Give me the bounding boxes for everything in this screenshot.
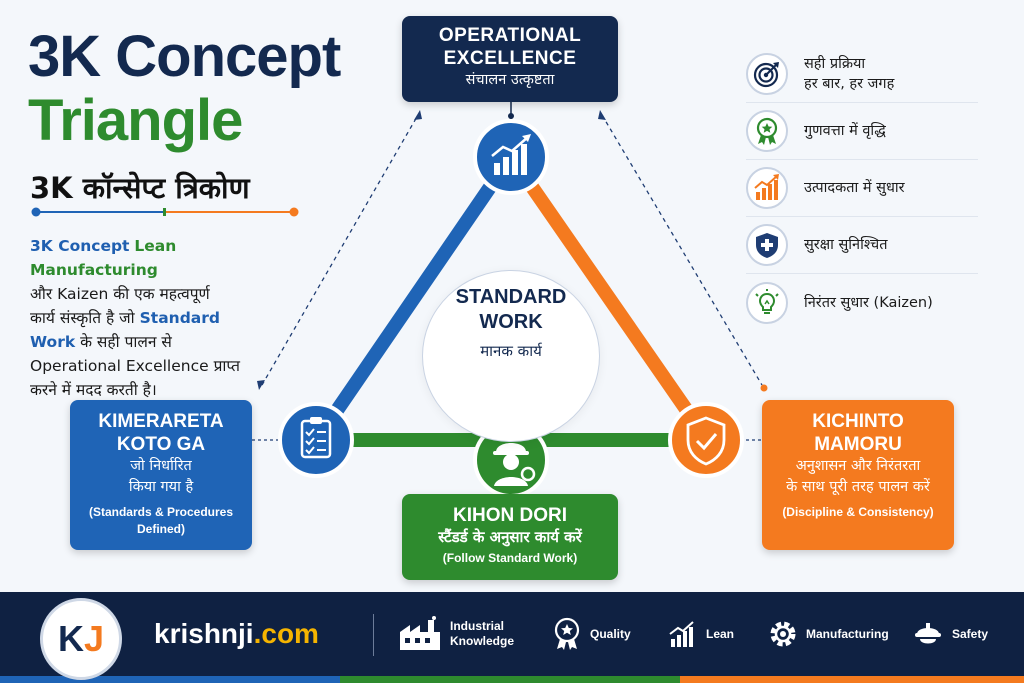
footer-item-quality: Quality (552, 612, 631, 656)
kichinto-mamoru-box: KICHINTO MAMORU अनुशासन और निरंतरता के स… (762, 400, 954, 550)
brand-link[interactable]: krishnji.com (154, 618, 319, 649)
factory-icon (400, 616, 440, 650)
title-line-2: Triangle (28, 88, 243, 153)
benefit-item: सही प्रक्रिया हर बार, हर जगह (746, 46, 978, 103)
quality-badge-icon (554, 617, 580, 650)
benefit-item: सुरक्षा सुनिश्चित (746, 217, 978, 274)
growth-chart-icon (746, 167, 788, 209)
benefit-item: निरंतर सुधार (Kaizen) (746, 274, 978, 331)
footer (0, 592, 1024, 683)
benefit-item: उत्पादकता में सुधार (746, 160, 978, 217)
standard-work-center: STANDARD WORK मानक कार्य (422, 270, 600, 442)
operational-excellence-box: OPERATIONAL EXCELLENCE संचालन उत्कृष्टता (402, 16, 618, 102)
helmet-icon (915, 623, 941, 644)
benefit-item: गुणवत्ता में वृद्धि (746, 103, 978, 160)
footer-color-bar (0, 676, 1024, 683)
title-line-1: 3K Concept (28, 24, 341, 89)
footer-separator (373, 614, 374, 656)
target-icon (746, 53, 788, 95)
dotted-connector-right (601, 114, 763, 386)
bulb-icon (746, 281, 788, 324)
title-divider (31, 207, 299, 217)
shield-check-node-icon (668, 402, 744, 478)
checklist-node-icon (278, 402, 354, 478)
title-hindi: 3K कॉन्सेप्ट त्रिकोण (30, 171, 250, 205)
benefits-list: सही प्रक्रिया हर बार, हर जगह गुणवत्ता मे… (746, 46, 978, 331)
kimerareta-koto-ga-box: KIMERARETA KOTO GA जो निर्धारित किया गया… (70, 400, 252, 550)
triangle-side-blue (311, 151, 517, 445)
footer-item-manufacturing: Manufacturing (768, 612, 889, 656)
shield-plus-icon (746, 224, 788, 266)
footer-item-safety: Safety (912, 612, 988, 656)
footer-item-lean: Lean (668, 612, 734, 656)
triangle-side-orange (505, 151, 713, 445)
gear-icon (770, 621, 796, 647)
lean-chart-icon (669, 621, 694, 647)
dotted-connector-left (261, 114, 419, 386)
award-icon (746, 110, 788, 152)
intro-text: 3K Concept Lean Manufacturing और Kaizen … (30, 237, 241, 399)
kihon-dori-box: KIHON DORI स्टैंडर्ड के अनुसार कार्य करे… (402, 494, 618, 580)
growth-chart-node-icon (473, 119, 549, 195)
